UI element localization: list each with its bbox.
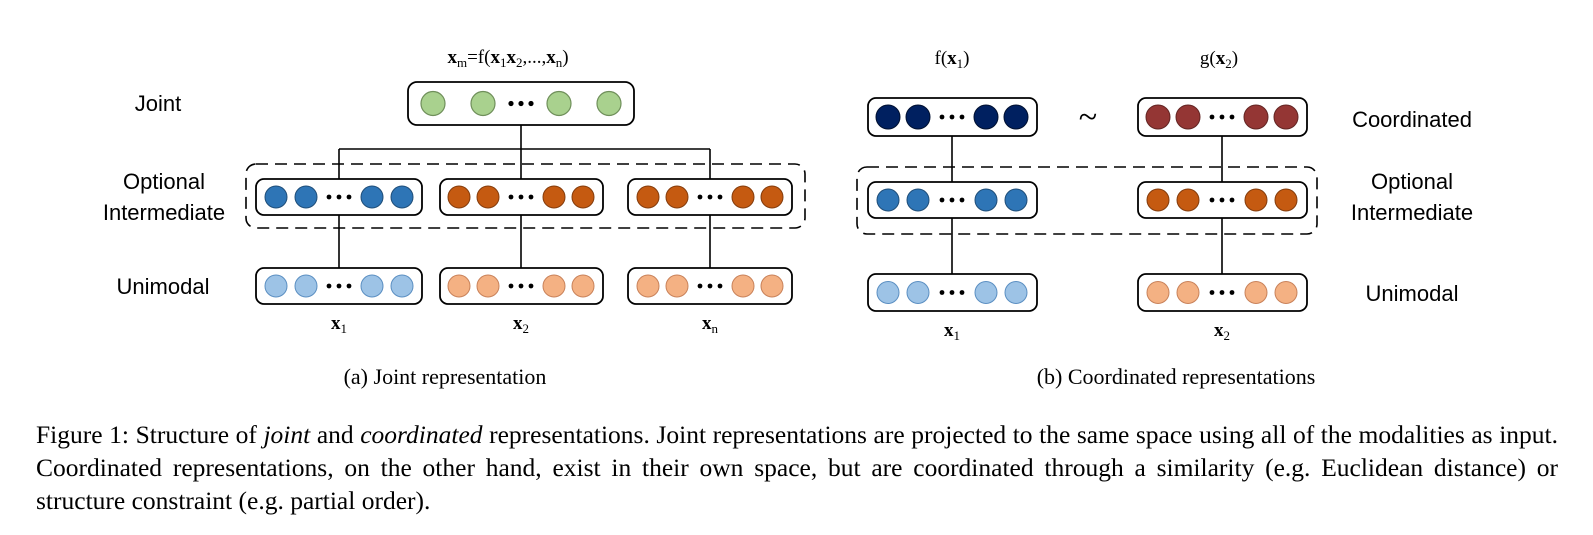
caption-mid: and xyxy=(310,420,361,449)
func-label-f: f(x1) xyxy=(935,48,970,71)
label-optional: Optional xyxy=(123,169,205,194)
joint-connectors xyxy=(338,125,711,268)
caption-emphasis-joint: joint xyxy=(263,420,311,449)
joint-unit xyxy=(596,90,622,117)
input-label-b-x1: x1 xyxy=(944,320,960,343)
coordinated-panel: ~ f(x1) g(x2) Coordinated Optional Inter… xyxy=(856,48,1473,389)
joint-unit xyxy=(420,90,446,117)
label-unimodal-b: Unimodal xyxy=(1366,281,1459,306)
input-label-x2: x2 xyxy=(513,313,529,336)
intermediate-vector-2 xyxy=(439,178,604,216)
coordinated-unimodal-2 xyxy=(1137,273,1308,312)
optional-intermediate-region-b xyxy=(856,166,1318,235)
input-label-xn: xn xyxy=(702,313,719,336)
figure-caption: Figure 1: Structure of joint and coordin… xyxy=(36,418,1558,517)
label-intermediate-b: Intermediate xyxy=(1351,200,1473,225)
similarity-symbol: ~ xyxy=(1079,99,1097,136)
func-label-g: g(x2) xyxy=(1200,48,1238,71)
intermediate-vector-1 xyxy=(255,178,423,216)
joint-unit xyxy=(470,90,496,117)
ellipsis-dot xyxy=(528,100,534,107)
subcaption-b: (b) Coordinated representations xyxy=(1037,364,1316,389)
label-optional-b: Optional xyxy=(1371,169,1453,194)
caption-body: representations. Joint representations a… xyxy=(36,420,1558,515)
ellipsis-dot xyxy=(508,100,514,107)
input-label-x1: x1 xyxy=(331,313,347,336)
joint-panel: Joint Optional Intermediate Unimodal xm=… xyxy=(103,47,806,389)
input-label-b-x2: x2 xyxy=(1214,320,1230,343)
unimodal-vector-1 xyxy=(255,267,423,305)
caption-prefix: Figure 1: Structure of xyxy=(36,420,264,449)
coordinated-vector-2 xyxy=(1137,97,1308,137)
coordinated-unimodal-1 xyxy=(867,273,1038,312)
label-intermediate: Intermediate xyxy=(103,200,225,225)
coordinated-vector-1 xyxy=(867,97,1038,137)
caption-emphasis-coordinated: coordinated xyxy=(360,420,483,449)
subcaption-a: (a) Joint representation xyxy=(344,364,547,389)
coordinated-intermediate-2 xyxy=(1137,181,1308,219)
unimodal-vector-2 xyxy=(439,267,604,305)
joint-vector xyxy=(407,81,635,126)
unimodal-vector-n xyxy=(627,267,793,305)
optional-intermediate-region xyxy=(245,163,806,229)
label-unimodal: Unimodal xyxy=(117,274,210,299)
intermediate-vector-n xyxy=(627,178,793,216)
joint-unit xyxy=(546,90,572,117)
label-coordinated: Coordinated xyxy=(1352,107,1472,132)
ellipsis-dot xyxy=(518,100,524,107)
coordinated-connectors xyxy=(951,136,1223,274)
joint-formula: xm=f(x1x2,...,xn) xyxy=(447,47,568,70)
coordinated-intermediate-1 xyxy=(867,181,1038,219)
label-joint: Joint xyxy=(135,91,181,116)
